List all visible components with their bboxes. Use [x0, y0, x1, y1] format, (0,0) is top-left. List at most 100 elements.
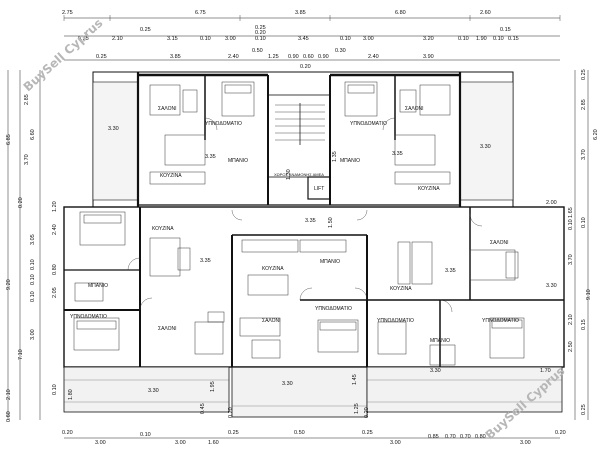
room-mpanio: ΜΠΑΝΙΟ: [320, 259, 340, 265]
bottom-dim: 3.00: [175, 440, 186, 446]
inner-dim: 1.95: [210, 381, 216, 392]
small-dim: 0.20: [300, 64, 311, 70]
inner-dim: 0.20: [364, 407, 370, 418]
left-dim: 0.60: [6, 411, 12, 422]
area-labels: 3.30 3.35 3.35 3.30 3.35 3.35 3.35 3.30 …: [108, 126, 557, 394]
room-ypnodomatio: ΥΠΝΟΔΟΜΑΤΙΟ: [70, 314, 107, 320]
row3-dim: 1.25: [268, 54, 279, 60]
small-dim: 0.15: [500, 27, 511, 33]
right-dim: 2.50: [568, 341, 574, 352]
bottom-dim: 3.00: [390, 440, 401, 446]
inner-dim: 1.35: [332, 151, 338, 162]
right-dim: 9.10: [586, 289, 592, 300]
row2-dim: 3.00: [363, 36, 374, 42]
row2-dim: 0.10: [200, 36, 211, 42]
door-swings: [127, 117, 483, 313]
room-mpanio: ΜΠΑΝΙΟ: [430, 338, 450, 344]
left-dim: 6.60: [30, 129, 36, 140]
row2-dim: 3.45: [298, 36, 309, 42]
row2-dim: 3.20: [423, 36, 434, 42]
left-dim: 0.20: [18, 197, 24, 208]
upper-wing: [92, 71, 514, 208]
area-value: 3.30: [480, 144, 491, 150]
area-value: 3.30: [148, 388, 159, 394]
left-dim: 2.40: [52, 224, 58, 235]
left-dim: 9.20: [6, 279, 12, 290]
bottom-dim: 0.25: [362, 430, 373, 436]
top-dim-1: 2.75: [62, 10, 73, 16]
inner-dim: 1.45: [352, 374, 358, 385]
right-dim: 0.10: [568, 219, 574, 230]
inner-dim: 1.50: [328, 217, 334, 228]
right-dim: 2.10: [568, 314, 574, 325]
inner-dim: 1.25: [354, 403, 360, 414]
row2-dim: 0.35: [78, 36, 89, 42]
row3-dim: 0.90: [318, 54, 329, 60]
room-kouzina: ΚΟΥΖΙΝΑ: [418, 186, 440, 192]
row3-dim: 3.85: [170, 54, 181, 60]
bottom-dim: 0.70: [445, 434, 456, 440]
right-dim: 0.25: [581, 404, 587, 415]
small-dim: 0.20: [255, 30, 266, 36]
room-saloni: ΣΑΛΟΝΙ: [158, 106, 177, 112]
row2-dim: 0.10: [340, 36, 351, 42]
right-dim: 6.20: [593, 129, 599, 140]
inner-dim: 1.80: [68, 389, 74, 400]
room-ypnodomatio: ΥΠΝΟΔΟΜΑΤΙΟ: [482, 318, 519, 324]
area-value: 3.30: [546, 283, 557, 289]
small-dim: 0.50: [252, 48, 263, 54]
right-dim: 1.70: [540, 368, 551, 374]
room-mpanio: ΜΠΑΝΙΟ: [88, 283, 108, 289]
room-ypnodomatio: ΥΠΝΟΔΟΜΑΤΙΟ: [377, 318, 414, 324]
right-dim: 3.70: [568, 254, 574, 265]
left-dim: 6.85: [6, 134, 12, 145]
room-ypnodomatio: ΥΠΝΟΔΟΜΑΤΙΟ: [205, 121, 242, 127]
row3-dim: 0.25: [96, 54, 107, 60]
inner-dim: 0.20: [228, 407, 234, 418]
row2-dim: 0.10: [493, 36, 504, 42]
left-dim: 0.80: [52, 264, 58, 275]
left-dim: 1.20: [52, 201, 58, 212]
bottom-dim: 1.60: [208, 440, 219, 446]
left-dim: 3.00: [30, 329, 36, 340]
row2-dim: 0.10: [255, 36, 266, 42]
area-value: 3.35: [445, 268, 456, 274]
small-dim: 0.25: [140, 27, 151, 33]
bottom-dim: 0.10: [140, 432, 151, 438]
bottom-dim: 0.80: [475, 434, 486, 440]
lower-wing: [63, 206, 565, 418]
area-value: 3.35: [205, 154, 216, 160]
room-labels: ΣΑΛΟΝΙ ΥΠΝΟΔΟΜΑΤΙΟ ΜΠΑΝΙΟ ΚΟΥΖΙΝΑ ΥΠΝΟΔΟ…: [70, 106, 519, 344]
small-dim: 0.30: [335, 48, 346, 54]
row2-dim: 0.10: [458, 36, 469, 42]
inner-dimension-labels: 1.30 1.35 1.50 1.80 1.95 1.45 1.25 0.45 …: [68, 151, 370, 418]
bottom-dim: 0.25: [228, 430, 239, 436]
area-value: 3.30: [108, 126, 119, 132]
row2-dim: 3.00: [225, 36, 236, 42]
left-dim: 7.10: [18, 349, 24, 360]
room-ypnodomatio: ΥΠΝΟΔΟΜΑΤΙΟ: [350, 121, 387, 127]
room-mpanio: ΜΠΑΝΙΟ: [340, 158, 360, 164]
staircase: [275, 103, 325, 145]
room-kouzina: ΚΟΥΖΙΝΑ: [160, 173, 182, 179]
bottom-dim: 0.85: [428, 434, 439, 440]
right-dim: 3.70: [581, 149, 587, 160]
left-dim: 2.10: [6, 389, 12, 400]
row3-dim: 2.40: [368, 54, 379, 60]
room-lobby: ΧΩΡΟΣ ΑΝΑΜΟΝΗΣ ΑΜΕΑ: [274, 172, 324, 177]
bottom-dim: 0.70: [460, 434, 471, 440]
small-dim: 0.25: [255, 25, 266, 31]
balcony-railing: [64, 379, 562, 407]
room-ypnodomatio: ΥΠΝΟΔΟΜΑΤΙΟ: [315, 306, 352, 312]
left-dim: 0.10: [30, 291, 36, 302]
inner-dim: 0.45: [200, 403, 206, 414]
area-value: 3.30: [282, 381, 293, 387]
left-dim: 2.85: [24, 94, 30, 105]
left-dim: 0.10: [30, 259, 36, 270]
row3-dim: 0.60: [303, 54, 314, 60]
top-dim-3: 3.85: [295, 10, 306, 16]
room-saloni: ΣΑΛΟΝΙ: [405, 106, 424, 112]
right-dim: 1.65: [568, 207, 574, 218]
right-dim: 0.25: [581, 69, 587, 80]
area-value: 3.30: [430, 368, 441, 374]
